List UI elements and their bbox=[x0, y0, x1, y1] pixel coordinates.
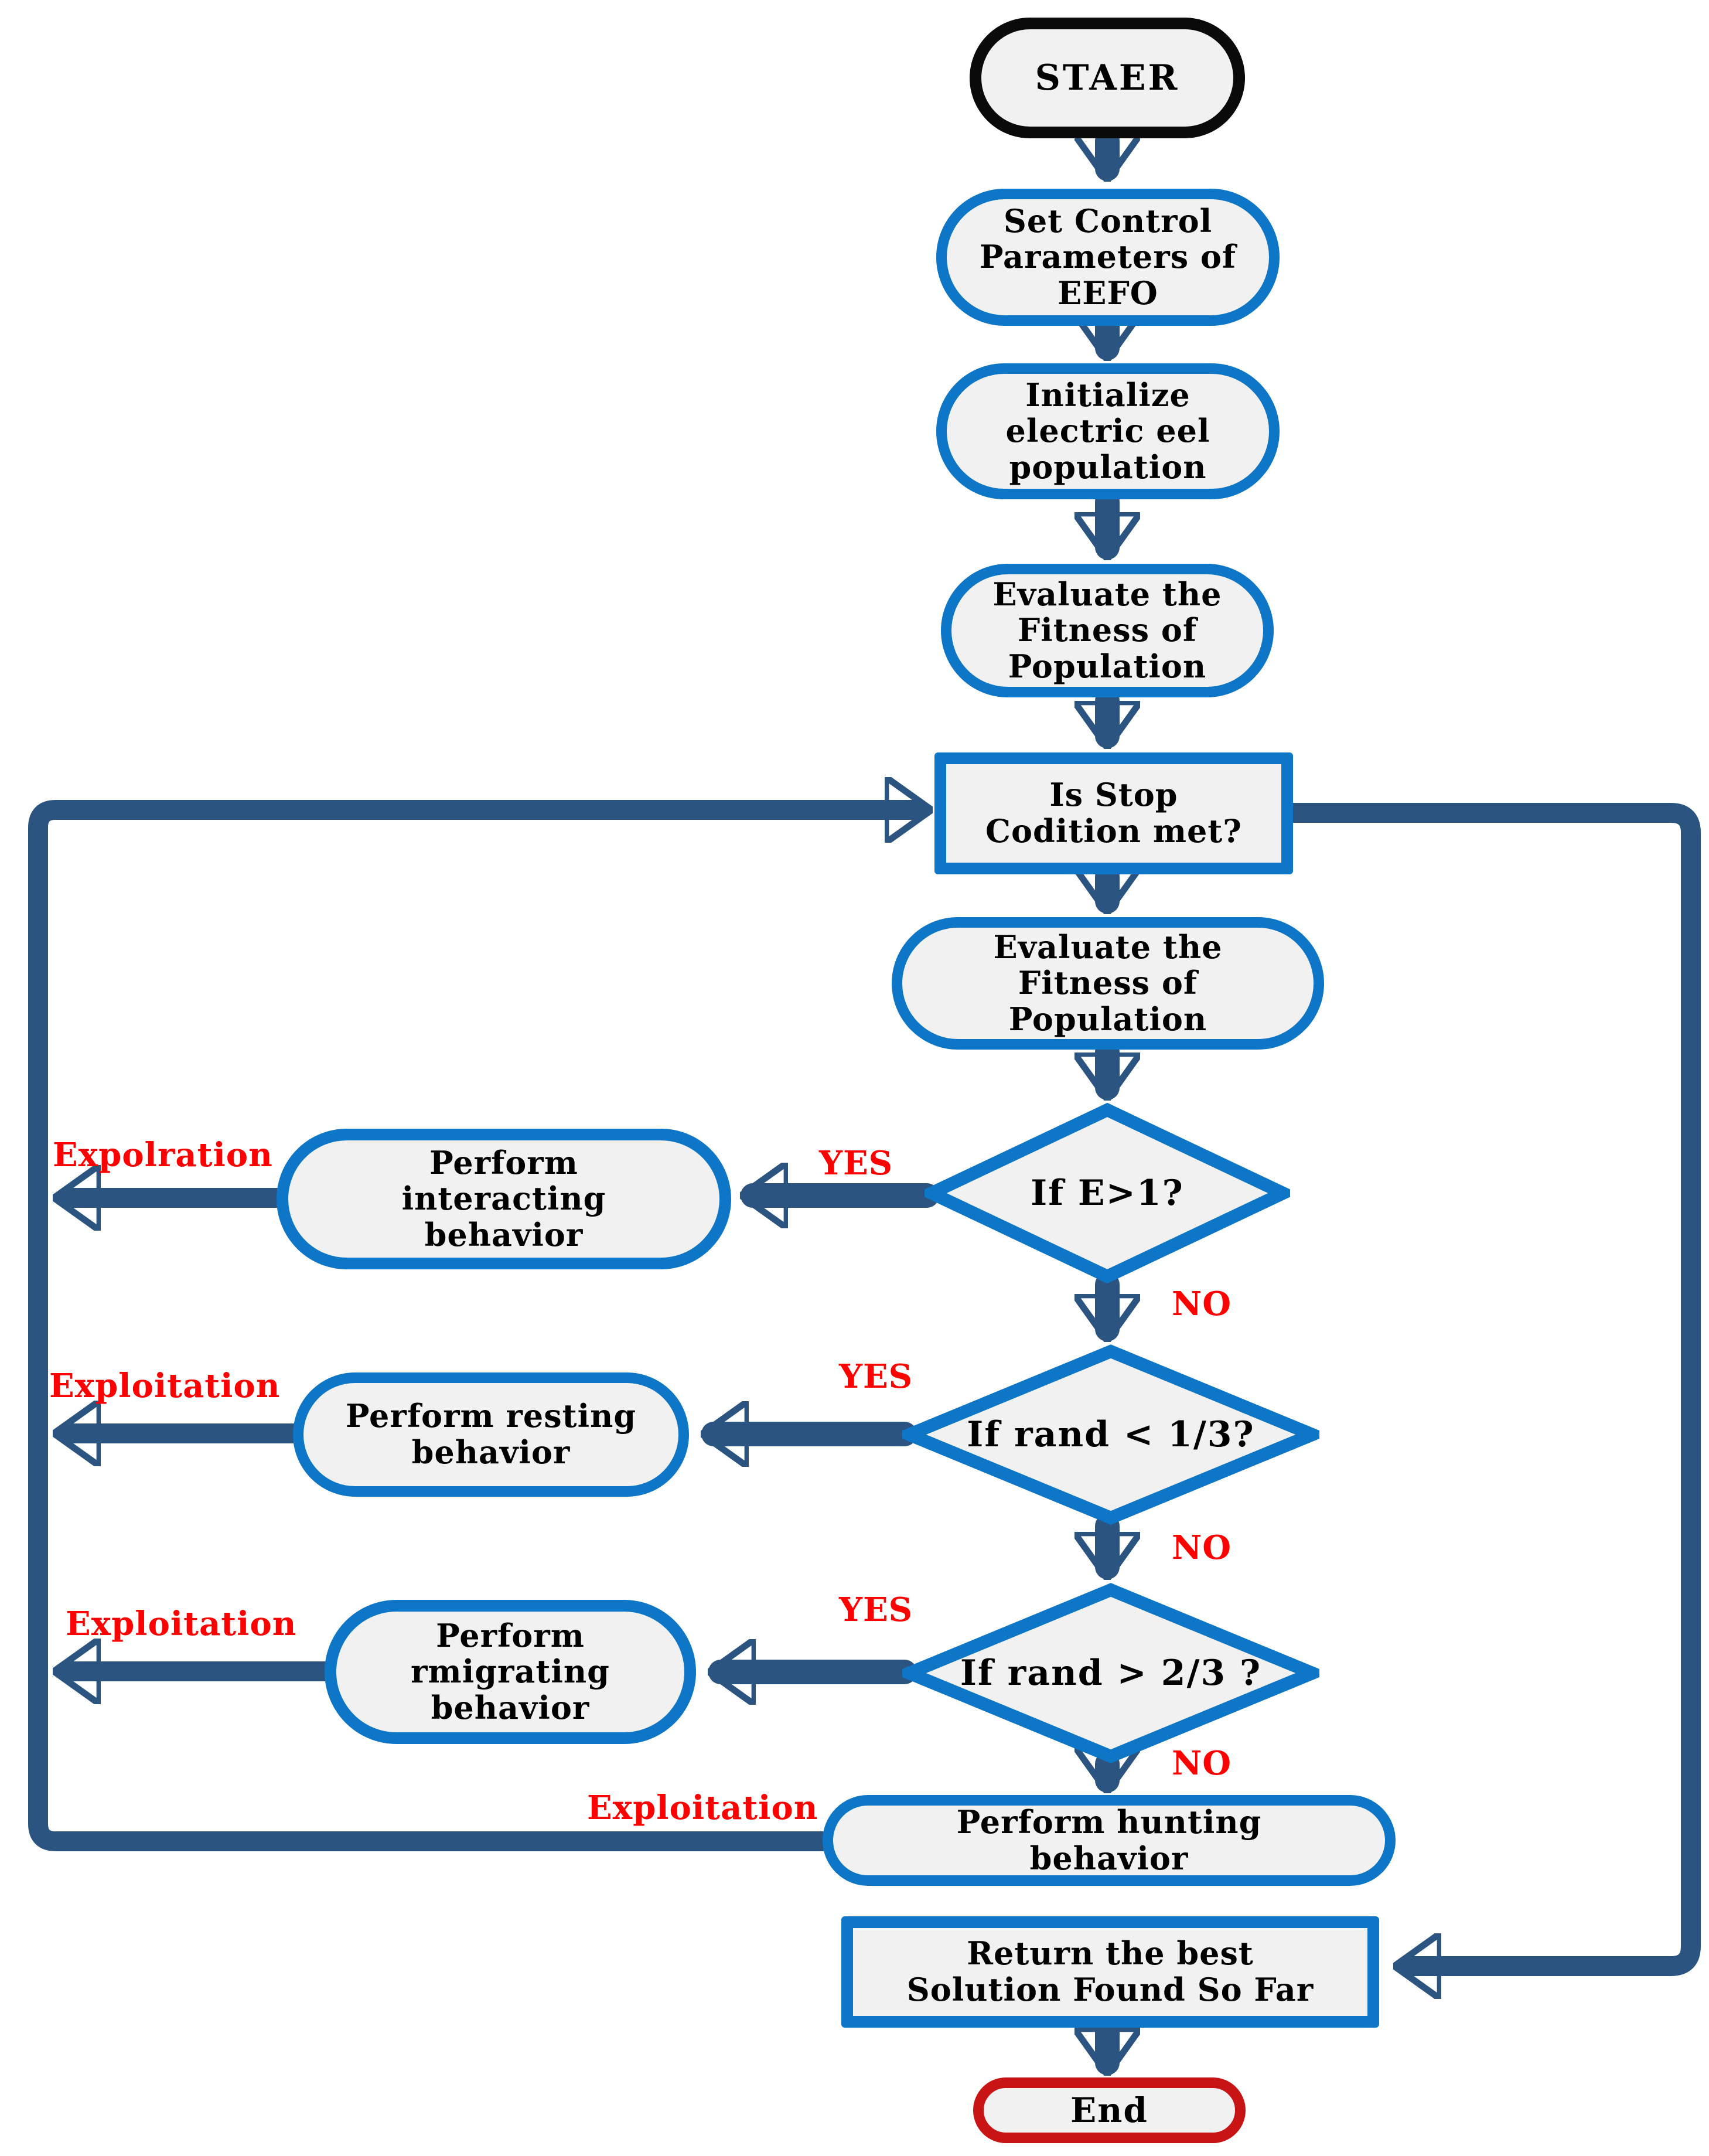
label-no-rand-lt: NO bbox=[1172, 1528, 1232, 1567]
label-exploitation-hunting: Exploitation bbox=[587, 1789, 818, 1827]
label-no-rand-gt: NO bbox=[1172, 1744, 1232, 1783]
node-evaluate-fitness-2: Evaluate the Fitness of Population bbox=[892, 917, 1324, 1050]
node-perform-resting-behavior: Perform resting behavior bbox=[293, 1372, 689, 1497]
label-exploitation-migrating: Exploitation bbox=[66, 1605, 297, 1643]
node-perform-hunting-behavior-label: Perform hunting behavior bbox=[956, 1803, 1262, 1877]
node-decision-if-e-gt-1-label: If E>1? bbox=[1031, 1172, 1184, 1214]
edge-hunting-loopback-to-stopbox bbox=[28, 810, 920, 1851]
node-perform-migrating-behavior-label: Perform rmigrating behavior bbox=[411, 1616, 610, 1726]
node-perform-interacting-behavior: Perform interacting behavior bbox=[277, 1129, 731, 1269]
label-no-if-e: NO bbox=[1172, 1285, 1232, 1323]
label-yes-rand-lt: YES bbox=[839, 1357, 913, 1396]
node-set-control-parameters-label: Set Control Parameters of EEFO bbox=[979, 202, 1237, 312]
node-stop-condition-label: Is Stop Codition met? bbox=[985, 776, 1242, 850]
node-start-label: STAER bbox=[1035, 57, 1180, 98]
diamond-shape bbox=[902, 1344, 1319, 1525]
node-end-label: End bbox=[1070, 2090, 1148, 2130]
node-return-best-solution: Return the best Solution Found So Far bbox=[841, 1916, 1379, 2028]
node-decision-if-e-gt-1: If E>1? bbox=[925, 1103, 1290, 1283]
label-exploitation-resting: Exploitation bbox=[49, 1367, 281, 1405]
diamond-shape bbox=[925, 1103, 1290, 1283]
node-perform-resting-behavior-label: Perform resting behavior bbox=[345, 1397, 637, 1471]
node-evaluate-fitness-1: Evaluate the Fitness of Population bbox=[941, 564, 1274, 697]
node-set-control-parameters: Set Control Parameters of EEFO bbox=[936, 189, 1280, 326]
label-exploration: Expolration bbox=[53, 1136, 273, 1174]
edge-stopbox-yes-to-return bbox=[1283, 803, 1701, 1966]
label-yes-if-e: YES bbox=[819, 1144, 893, 1183]
node-perform-migrating-behavior: Perform rmigrating behavior bbox=[325, 1600, 696, 1744]
node-decision-rand-lt-third: If rand < 1/3? bbox=[902, 1344, 1319, 1525]
node-evaluate-fitness-2-label: Evaluate the Fitness of Population bbox=[993, 928, 1223, 1038]
node-decision-rand-gt-two-thirds: If rand > 2/3 ? bbox=[902, 1583, 1319, 1763]
node-stop-condition: Is Stop Codition met? bbox=[934, 752, 1293, 874]
node-end: End bbox=[973, 2077, 1246, 2143]
node-start: STAER bbox=[970, 18, 1245, 138]
label-yes-rand-gt: YES bbox=[839, 1590, 913, 1629]
node-decision-rand-gt-two-thirds-label: If rand > 2/3 ? bbox=[960, 1652, 1262, 1694]
node-initialize-population: Initialize electric eel population bbox=[936, 363, 1280, 499]
node-return-best-solution-label: Return the best Solution Found So Far bbox=[906, 1934, 1314, 2008]
node-perform-hunting-behavior: Perform hunting behavior bbox=[823, 1795, 1396, 1886]
node-initialize-population-label: Initialize electric eel population bbox=[1005, 376, 1210, 486]
node-decision-rand-lt-third-label: If rand < 1/3? bbox=[967, 1414, 1255, 1455]
node-perform-interacting-behavior-label: Perform interacting behavior bbox=[401, 1143, 606, 1254]
node-evaluate-fitness-1-label: Evaluate the Fitness of Population bbox=[992, 575, 1222, 685]
